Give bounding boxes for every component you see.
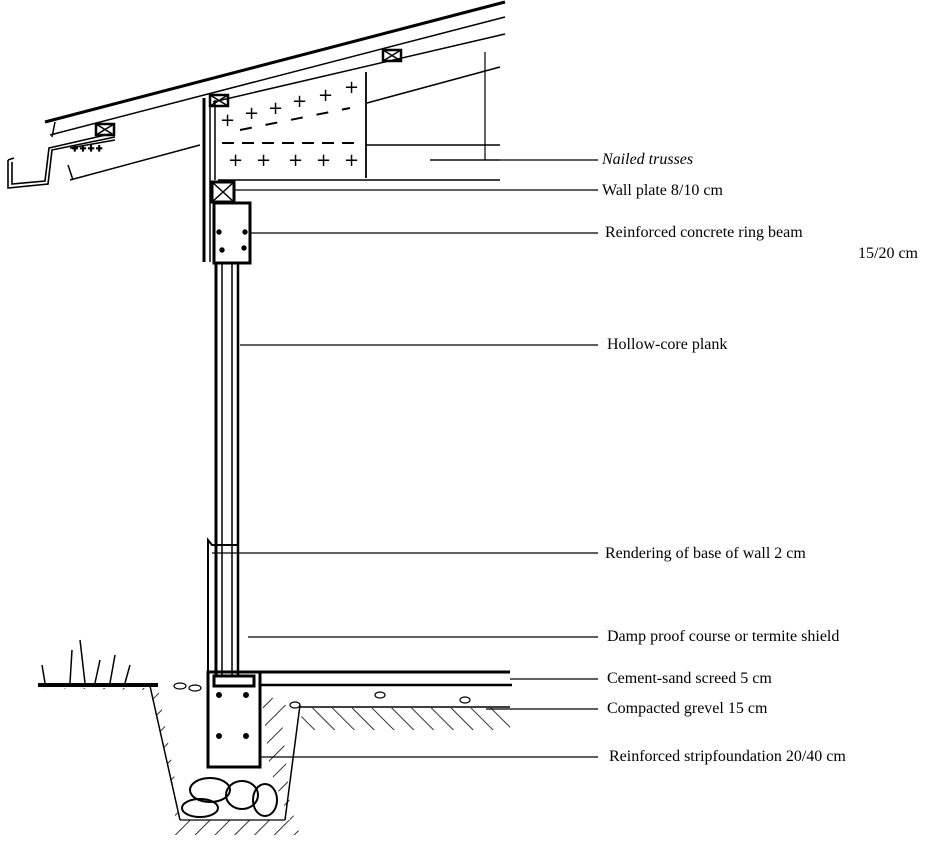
batten-icon [208,93,230,108]
leader-lines [212,159,598,758]
label-strip-foundation: Reinforced stripfoundation 20/40 cm [609,748,846,765]
svg-text:+: + [288,150,303,171]
gutter: + + + + [7,133,116,189]
label-nailed-trusses: Nailed trusses [602,151,694,168]
svg-text:+: + [344,77,359,98]
svg-text:+: + [228,150,243,171]
label-damp-proof: Damp proof course or termite shield [607,628,840,645]
roof [44,0,506,181]
svg-text:+: + [268,98,283,119]
rafter-top [212,33,506,103]
batten-icon [381,48,403,63]
roof-batten-line [49,16,506,136]
svg-text:+: + [344,150,359,171]
nail-marks: + + + + + + + + + + + [220,77,359,171]
rafter-end [67,164,74,181]
rafter-line [51,121,56,138]
svg-text:+: + [220,110,235,131]
svg-text:+: + [316,150,331,171]
label-wall-plate: Wall plate 8/10 cm [602,182,723,199]
label-rendering: Rendering of base of wall 2 cm [605,545,806,562]
svg-text:+: + [292,91,307,112]
label-hollow-core-plank: Hollow-core plank [607,336,728,353]
label-ring-beam-size: 15/20 cm [858,245,918,262]
svg-text:+: + [318,85,333,106]
wall [202,98,252,675]
label-gravel: Compacted grevel 15 cm [607,700,768,717]
svg-text:+: + [256,150,271,171]
rafter-bottom-2 [366,66,501,104]
svg-text:+ + + +: + + + + [72,144,102,155]
batten-icon [94,122,116,137]
wall-plate-icon [210,180,236,204]
rafter-bottom [69,144,201,181]
ground [38,639,512,835]
label-screed: Cement-sand screed 5 cm [607,670,772,687]
roof-top-line [44,0,506,124]
label-ring-beam: Reinforced concrete ring beam [605,224,803,241]
nailed-truss-block: + + + + + + + + + + + [218,52,500,181]
svg-text:+: + [244,103,259,124]
